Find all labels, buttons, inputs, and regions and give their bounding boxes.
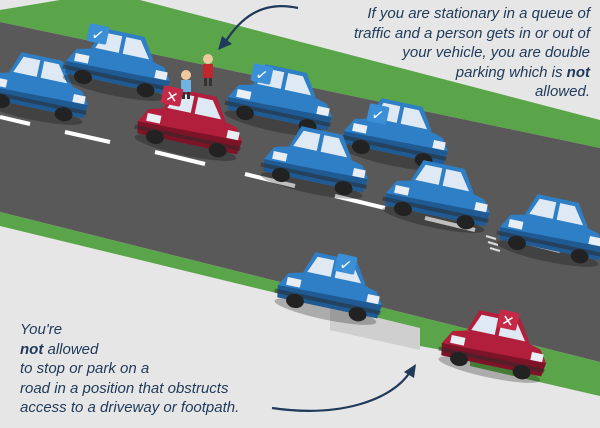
caption-line: You're (20, 321, 63, 338)
car-blue (496, 194, 600, 267)
car-blue (0, 52, 88, 125)
caption-line: access to a driveway or footpath. (20, 399, 240, 416)
caption-line: traffic and a person gets in or out of (354, 24, 590, 42)
car-blue (382, 160, 490, 233)
curved-arrow-icon (271, 371, 411, 412)
cross-badge-icon: ✕ (496, 309, 520, 331)
caption-line: If you are stationary in a queue of (367, 5, 590, 22)
caption-line: to stop or park on a (20, 360, 150, 377)
arrowhead (218, 36, 232, 50)
tick-icon: ✓ (90, 25, 106, 45)
caption-line: road in a position that obstructs (20, 379, 229, 397)
caption-line: parking which is not (300, 63, 590, 83)
cross-badge-icon: ✕ (160, 85, 184, 107)
car-blue (62, 28, 170, 101)
tick-badge-icon: ✓ (366, 103, 390, 125)
cross-icon: ✕ (500, 311, 516, 331)
car-blue (274, 252, 382, 325)
cross-icon: ✕ (164, 87, 180, 107)
caption-line: your vehicle, you are double (402, 44, 590, 61)
road (0, 22, 600, 362)
caption-double-parking: If you are stationary in a queue of traf… (300, 4, 590, 102)
tick-badge-icon: ✓ (334, 253, 358, 275)
car-red (134, 88, 242, 161)
caption-line: allowed. (534, 83, 590, 100)
tick-icon: ✓ (254, 65, 270, 85)
arrowhead (404, 364, 416, 378)
tick-icon: ✓ (338, 255, 354, 275)
motion-lines (485, 235, 501, 252)
caption-emphasis: not (566, 63, 590, 81)
caption-text: allowed (43, 340, 99, 358)
tick-badge-icon: ✓ (250, 63, 274, 85)
tick-icon: ✓ (370, 105, 386, 125)
caption-obstruct-driveway: You're not allowed to stop or park on a … (20, 320, 300, 418)
pedestrian (181, 70, 191, 99)
pedestrian (203, 54, 213, 86)
caption-emphasis: not (20, 340, 44, 358)
car-blue (260, 126, 368, 199)
tick-badge-icon: ✓ (86, 23, 110, 45)
caption-text: parking which is (455, 63, 567, 81)
caption-line: not allowed (20, 340, 300, 360)
curved-arrow-icon (223, 5, 299, 45)
